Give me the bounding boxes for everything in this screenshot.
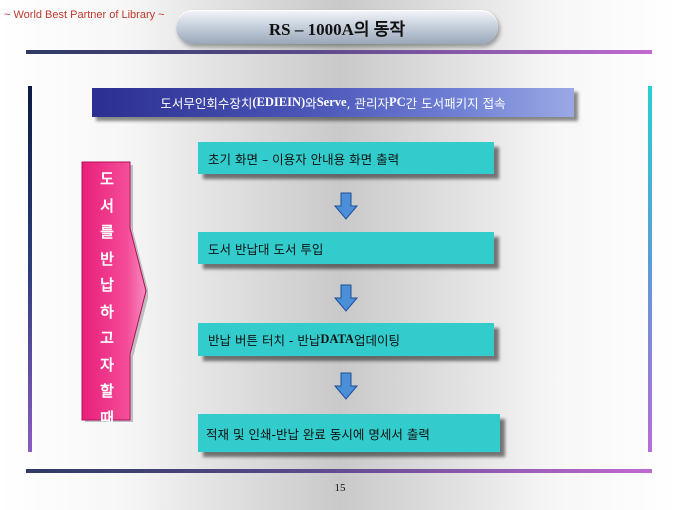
down-arrow-icon — [334, 192, 358, 220]
step-2-box: 도서 반납대 도서 투입 — [198, 232, 494, 264]
side-char: 납 — [100, 276, 114, 294]
header-text-7: 간 도서패키지 접속 — [405, 96, 506, 111]
slide-title: RS – 1000A의 동작 — [176, 10, 498, 44]
side-char: 하 — [100, 302, 114, 321]
step-4-text: 적재 및 인쇄-반납 완료 동시에 명세서 출력 — [206, 426, 430, 442]
side-char: 반 — [100, 249, 114, 268]
step-2-text: 도서 반납대 도서 투입 — [208, 241, 324, 257]
step-3-text-c: 업데이팅 — [353, 333, 400, 348]
side-char: 도 — [100, 170, 114, 188]
tagline: ~ World Best Partner of Library ~ — [4, 9, 165, 21]
side-char: 때 — [100, 408, 114, 427]
step-1-text: 초기 화면 – 이용자 안내용 화면 출력 — [208, 151, 400, 167]
top-divider — [26, 50, 652, 54]
side-label: 도 서 를 반 납 하 고 자 할 때 — [88, 166, 126, 431]
side-char: 할 — [100, 382, 114, 400]
page-number: 15 — [334, 482, 346, 494]
header-text-3: 와 — [305, 96, 317, 111]
step-3-text-a: 반납 버튼 터치 - 반납 — [208, 333, 321, 348]
step-1-box: 초기 화면 – 이용자 안내용 화면 출력 — [198, 142, 494, 174]
right-border-bar — [648, 86, 652, 452]
step-4-box: 적재 및 인쇄-반납 완료 동시에 명세서 출력 — [198, 414, 500, 452]
side-right-arrow — [81, 161, 148, 422]
down-arrow-icon — [334, 284, 358, 312]
header-text-2: (EDIEIN) — [252, 95, 306, 109]
header-text-6: PC — [389, 95, 406, 109]
step-3-text-b: DATA — [320, 332, 354, 346]
side-char: 자 — [100, 355, 114, 374]
side-char: 를 — [100, 223, 114, 241]
side-char: 고 — [100, 329, 114, 347]
side-char: 서 — [100, 196, 114, 215]
header-text-1: 도서무인회수장치 — [160, 96, 253, 111]
step-3-box: 반납 버튼 터치 - 반납 DATA 업데이팅 — [198, 323, 494, 356]
header-text-4: Serve — [316, 95, 347, 109]
left-border-bar — [28, 86, 32, 452]
header-text-5: , 관리자 — [346, 96, 389, 111]
down-arrow-icon — [334, 372, 358, 400]
bottom-divider — [26, 469, 652, 473]
